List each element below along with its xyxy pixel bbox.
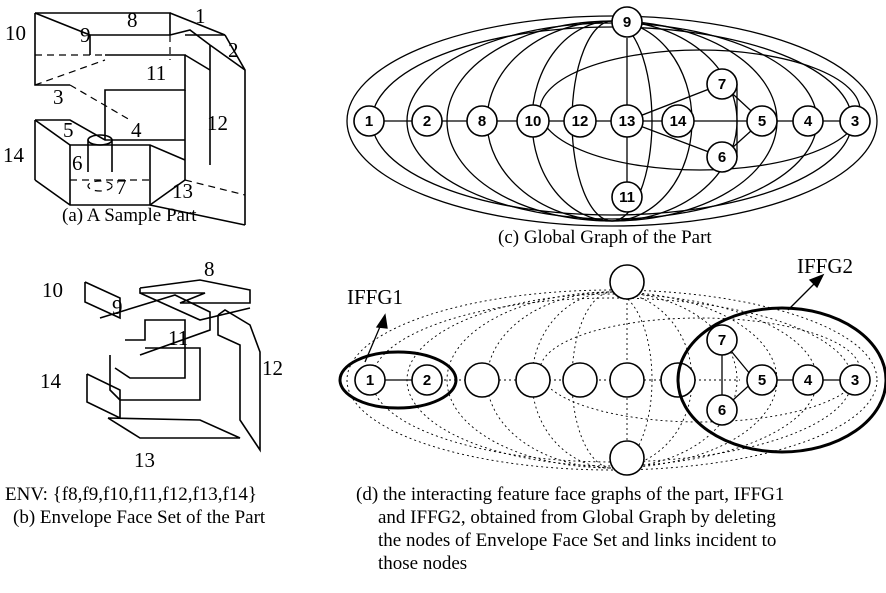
env-set-text: ENV: {f8,f9,f10,f11,f12,f13,f14}	[5, 484, 257, 505]
face-label: 8	[204, 257, 215, 281]
part-label: 7	[116, 175, 127, 199]
part-label: 3	[53, 85, 64, 109]
caption-b: (b) Envelope Face Set of the Part	[13, 507, 266, 528]
face-label: 12	[262, 356, 283, 380]
part-label: 14	[3, 143, 25, 167]
global-graph-nodes: 9 1 2 8 10 12 13 14 7 5 4 3 6 11	[353, 6, 871, 213]
svg-text:8: 8	[478, 113, 486, 130]
face-label: 13	[134, 448, 155, 472]
graph-node: 2	[411, 364, 443, 396]
graph-node: 1	[353, 105, 385, 137]
svg-text:10: 10	[525, 113, 542, 130]
svg-text:5: 5	[758, 113, 766, 130]
graph-node: 5	[746, 105, 778, 137]
graph-node: 8	[466, 105, 498, 137]
face-label: 9	[112, 295, 123, 319]
part-label: 1	[195, 4, 206, 28]
iffg1-outline	[338, 350, 458, 410]
iffg-empty-nodes	[464, 264, 696, 476]
sample-part-drawing	[34, 12, 246, 226]
caption-d-line: and IFFG2, obtained from Global Graph by…	[378, 507, 776, 528]
part-label: 2	[228, 38, 239, 62]
svg-text:3: 3	[851, 372, 859, 389]
iffg-nodes: 1 2 7 5 4 3 6	[354, 324, 871, 426]
caption-d: (d) the interacting feature face graphs …	[356, 483, 884, 575]
envelope-faces-drawing	[84, 279, 261, 453]
svg-text:4: 4	[804, 113, 813, 130]
svg-text:2: 2	[423, 113, 431, 130]
svg-text:6: 6	[718, 402, 726, 419]
svg-text:13: 13	[619, 113, 636, 130]
part-label: 13	[172, 179, 193, 203]
graph-node: 3	[839, 105, 871, 137]
svg-text:12: 12	[572, 113, 589, 130]
sample-part-hidden-edges	[34, 35, 246, 196]
svg-text:7: 7	[718, 76, 726, 93]
graph-node: 13	[610, 104, 644, 138]
graph-node: 9	[611, 6, 643, 38]
graph-node: 6	[706, 394, 738, 426]
svg-text:3: 3	[851, 113, 859, 130]
sample-part-labels: 10 9 8 1 2 11 3 4 5 12 14 6 7 13	[3, 4, 239, 203]
svg-text:14: 14	[670, 113, 687, 130]
caption-c: (c) Global Graph of the Part	[498, 227, 712, 248]
graph-node: 2	[411, 105, 443, 137]
face-label: 10	[42, 278, 63, 302]
graph-node: 5	[746, 364, 778, 396]
svg-text:1: 1	[365, 113, 373, 130]
graph-node: 4	[792, 105, 824, 137]
graph-node: 10	[516, 104, 550, 138]
graph-node: 1	[354, 364, 386, 396]
svg-text:5: 5	[758, 372, 766, 389]
part-label: 11	[146, 61, 166, 85]
graph-node: 6	[706, 141, 738, 173]
iffg-pointers	[364, 273, 825, 363]
iffg2-outline	[676, 306, 886, 454]
svg-text:9: 9	[623, 14, 631, 31]
caption-d-line: those nodes	[378, 553, 468, 574]
svg-text:7: 7	[718, 332, 726, 349]
part-label: 8	[127, 8, 138, 32]
graph-node: 14	[661, 104, 695, 138]
svg-text:11: 11	[619, 189, 635, 206]
graph-node: 3	[839, 364, 871, 396]
graph-node: 12	[563, 104, 597, 138]
part-label: 9	[80, 23, 91, 47]
face-label: 14	[40, 369, 62, 393]
graph-node: 7	[706, 68, 738, 100]
part-label: 5	[63, 118, 74, 142]
graph-node: 11	[611, 181, 643, 213]
iffg-group-outlines	[338, 306, 886, 454]
part-label: 6	[72, 151, 83, 175]
svg-text:4: 4	[804, 372, 813, 389]
part-label: 12	[207, 111, 228, 135]
part-label: 4	[131, 118, 142, 142]
envelope-face-labels: 8 10 9 11 12 14 13	[40, 257, 283, 472]
face-label: 11	[168, 326, 188, 350]
iffg1-label: IFFG1	[347, 285, 404, 309]
caption-a: (a) A Sample Part	[62, 205, 197, 226]
svg-text:2: 2	[423, 372, 431, 389]
svg-text:6: 6	[718, 149, 726, 166]
graph-node: 7	[706, 324, 738, 356]
svg-text:1: 1	[366, 372, 374, 389]
caption-d-line: the nodes of Envelope Face Set and links…	[378, 530, 777, 551]
graph-node: 4	[792, 364, 824, 396]
part-label: 10	[5, 21, 26, 45]
caption-d-line: (d) the interacting feature face graphs …	[356, 484, 785, 505]
iffg2-label: IFFG2	[797, 254, 854, 278]
